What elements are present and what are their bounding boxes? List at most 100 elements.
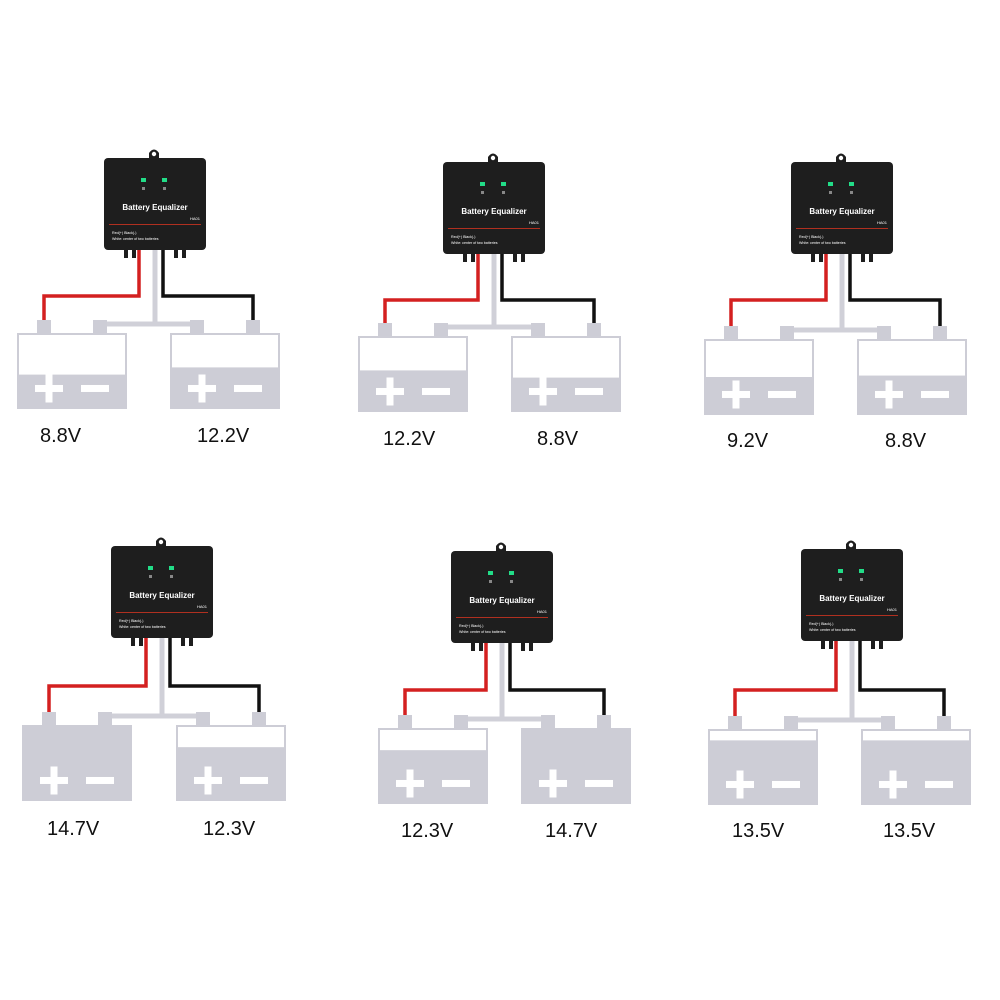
black-wire: [848, 254, 942, 326]
device-connector-leg: [513, 254, 517, 262]
right-battery-plus-v: [204, 766, 212, 795]
device-title: Battery Equalizer: [129, 591, 194, 600]
left-voltage-label: 9.2V: [727, 430, 769, 452]
device-model: HA01: [537, 609, 548, 614]
led-right-base: [860, 578, 863, 581]
device-hanger-hole: [848, 542, 854, 548]
left-voltage-label: 12.3V: [401, 820, 454, 842]
right-battery-terminal-negative: [937, 716, 951, 729]
left-voltage-label: 14.7V: [47, 818, 100, 840]
left-battery-minus: [442, 779, 470, 787]
right-battery-minus: [585, 779, 613, 787]
red-wire: [403, 642, 488, 715]
device-connector-leg: [471, 254, 475, 262]
device-hanger-hole: [498, 544, 504, 550]
left-battery-charge-light: [380, 730, 486, 751]
left-voltage-label: 13.5V: [732, 820, 785, 842]
right-voltage-label: 12.3V: [203, 818, 256, 840]
led-left: [148, 566, 153, 570]
red-wire: [42, 250, 141, 320]
device-body: [111, 546, 213, 638]
right-battery-minus: [234, 384, 262, 392]
device-connector-leg: [124, 250, 128, 258]
device-title: Battery Equalizer: [469, 596, 534, 605]
device-body: [801, 549, 903, 641]
left-battery-minus: [422, 387, 450, 395]
led-right-base: [510, 580, 513, 583]
right-voltage-label: 13.5V: [883, 820, 936, 842]
right-battery-body: [521, 728, 631, 804]
left-battery-plus-v: [45, 374, 53, 403]
left-battery-charge-light: [19, 335, 125, 375]
device-divider: [116, 612, 208, 613]
device-connector-leg: [811, 254, 815, 262]
left-battery-charge-light: [706, 341, 812, 377]
right-voltage-label: 8.8V: [537, 428, 579, 450]
right-battery-minus: [575, 387, 603, 395]
right-battery-charge-light: [178, 727, 284, 748]
led-left-base: [142, 187, 145, 190]
right-battery-terminal-negative: [587, 323, 601, 336]
led-left-base: [149, 575, 152, 578]
left-battery-terminal-negative: [98, 712, 112, 725]
right-battery-plus-v: [549, 769, 557, 798]
left-battery-body: [708, 729, 818, 805]
led-right-base: [170, 575, 173, 578]
device-legend-line1: Red(+) Black(-): [119, 619, 143, 623]
left-battery-plus-v: [386, 377, 394, 406]
left-battery-terminal-positive: [42, 712, 56, 725]
led-left: [480, 182, 485, 186]
device-model: HA01: [877, 220, 888, 225]
led-left: [488, 571, 493, 575]
right-battery-terminal-negative: [252, 712, 266, 725]
led-left-base: [829, 191, 832, 194]
device-connector-leg: [181, 638, 185, 646]
led-left: [828, 182, 833, 186]
device-legend-line2: White: center of two batteries: [799, 241, 846, 245]
red-wire: [383, 254, 480, 323]
device-divider: [456, 617, 548, 618]
device-title: Battery Equalizer: [819, 594, 884, 603]
led-left-base: [839, 578, 842, 581]
device-legend-line2: White: center of two batteries: [112, 237, 159, 241]
left-battery-minus: [772, 780, 800, 788]
right-battery-terminal-positive: [531, 323, 545, 336]
left-battery-charge-light: [360, 338, 466, 371]
led-left-base: [489, 580, 492, 583]
right-battery-plus-v: [885, 380, 893, 409]
right-battery-terminal-negative: [597, 715, 611, 728]
led-left: [141, 178, 146, 182]
led-right: [859, 569, 864, 573]
left-battery-minus: [81, 384, 109, 392]
left-voltage-label: 8.8V: [40, 425, 82, 447]
left-battery-minus: [768, 390, 796, 398]
right-battery-plus-v: [539, 377, 547, 406]
device-divider: [796, 228, 888, 229]
led-right-base: [502, 191, 505, 194]
led-right: [162, 178, 167, 182]
device-legend-line2: White: center of two batteries: [459, 630, 506, 634]
right-battery-charge-light: [513, 338, 619, 378]
left-battery-terminal-negative: [780, 326, 794, 339]
device-model: HA01: [197, 604, 208, 609]
right-voltage-label: 14.7V: [545, 820, 598, 842]
device-connector-leg: [829, 641, 833, 649]
device-legend-line2: White: center of two batteries: [119, 625, 166, 629]
device-model: HA01: [190, 216, 201, 221]
led-left-base: [481, 191, 484, 194]
black-wire: [508, 642, 606, 715]
right-battery-charge-light: [863, 731, 969, 741]
right-battery-minus: [240, 776, 268, 784]
device-connector-leg: [132, 250, 136, 258]
left-battery-terminal-positive: [37, 320, 51, 333]
device-legend-line1: Red(+) Black(-): [112, 231, 136, 235]
device-legend-line1: Red(+) Black(-): [809, 622, 833, 626]
device-connector-leg: [521, 254, 525, 262]
device-connector-leg: [174, 250, 178, 258]
right-battery-minus: [925, 780, 953, 788]
